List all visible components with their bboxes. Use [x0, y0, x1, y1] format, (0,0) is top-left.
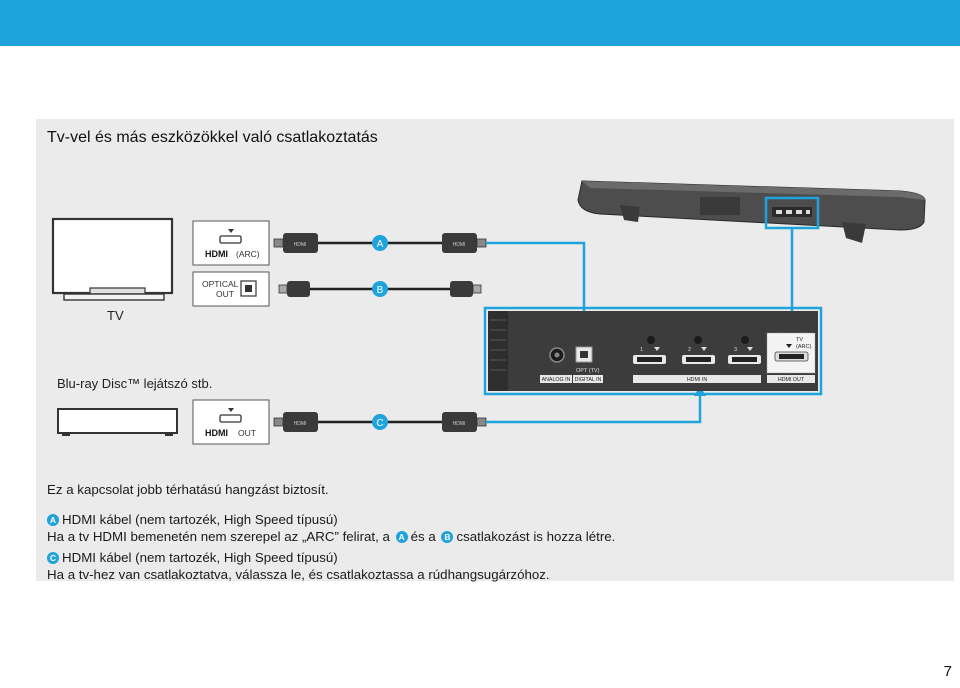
- note-c-title: HDMI kábel (nem tartozék, High Speed típ…: [62, 549, 338, 565]
- note-a-ref-b: B: [441, 531, 454, 544]
- tv-optical-label-2: OUT: [216, 289, 234, 299]
- tv-optical-out-port: OPTICAL OUT: [192, 271, 270, 307]
- opt-tv-label: OPT (TV): [576, 368, 600, 374]
- note-a-badge: A: [47, 514, 59, 527]
- cable-c: HDMI HDMI C: [273, 412, 487, 432]
- tv-arc-label-1: TV: [796, 337, 803, 343]
- soundbar-illustration: [577, 180, 926, 243]
- tv-optical-label-1: OPTICAL: [202, 279, 239, 289]
- note-c-badge: C: [47, 551, 59, 564]
- note-a-text-1: Ha a tv HDMI bemenetén nem szerepel az „…: [47, 529, 390, 545]
- note-a-text-and: és a: [410, 529, 436, 545]
- page-number: 7: [943, 663, 952, 680]
- tv-label: TV: [107, 308, 124, 323]
- player-label: Blu-ray Disc™ lejátszó stb.: [57, 376, 213, 391]
- hdmi-out-label: HDMI OUT: [778, 377, 805, 383]
- cable-b: B: [278, 281, 482, 297]
- cable-c-right-text: HDMI: [453, 421, 466, 427]
- note-a-text-2: csatlakozást is hozza létre.: [456, 529, 616, 545]
- cable-a-left-text: HDMI: [294, 242, 307, 248]
- notes-intro: Ez a kapcsolat jobb térhatású hangzást b…: [47, 482, 329, 497]
- player-illustration: [57, 408, 178, 436]
- player-hdmi-out-port: HDMI OUT: [192, 399, 270, 445]
- cable-a-badge: A: [377, 239, 384, 250]
- digital-in-label: DIGITAL IN: [575, 377, 602, 383]
- hdmi-in-port-2-label: 2: [688, 347, 691, 353]
- hdmi-in-label: HDMI IN: [687, 377, 707, 383]
- hdmi-in-ports: 1 2 3: [633, 336, 761, 364]
- cable-c-left-text: HDMI: [294, 421, 307, 427]
- section-title: Tv-vel és más eszközökkel való csatlakoz…: [47, 129, 378, 146]
- cable-b-badge: B: [377, 285, 384, 296]
- cable-a: HDMI HDMI A: [273, 233, 487, 253]
- player-hdmi-out-label: OUT: [238, 428, 256, 438]
- note-a-text-line: Ha a tv HDMI bemenetén nem szerepel az „…: [47, 528, 615, 545]
- analog-in-label: ANALOG IN: [542, 377, 571, 383]
- notes: Ez a kapcsolat jobb térhatású hangzást b…: [47, 481, 615, 583]
- tv-hdmi-arc-label: (ARC): [236, 249, 260, 259]
- header-bar: [0, 0, 960, 46]
- note-c-text: Ha a tv-hez van csatlakoztatva, válassza…: [47, 566, 550, 582]
- hdmi-in-port-3-label: 3: [734, 347, 737, 353]
- tv-hdmi-arc-port: HDMI (ARC): [192, 220, 270, 266]
- note-a-title: HDMI kábel (nem tartozék, High Speed típ…: [62, 512, 338, 528]
- tv-hdmi-logo: HDMI: [205, 249, 228, 259]
- cable-c-badge: C: [376, 418, 383, 429]
- tv-arc-label-2: (ARC): [796, 344, 811, 350]
- soundbar-rear-panel: OPT (TV) ANALOG IN DIGITAL IN 1 2 3 HDMI…: [483, 306, 823, 396]
- tv-illustration: [51, 217, 174, 301]
- cable-a-right-text: HDMI: [453, 242, 466, 248]
- player-hdmi-logo: HDMI: [205, 428, 228, 438]
- hdmi-in-port-1-label: 1: [640, 347, 643, 353]
- note-a-ref-a: A: [395, 531, 408, 544]
